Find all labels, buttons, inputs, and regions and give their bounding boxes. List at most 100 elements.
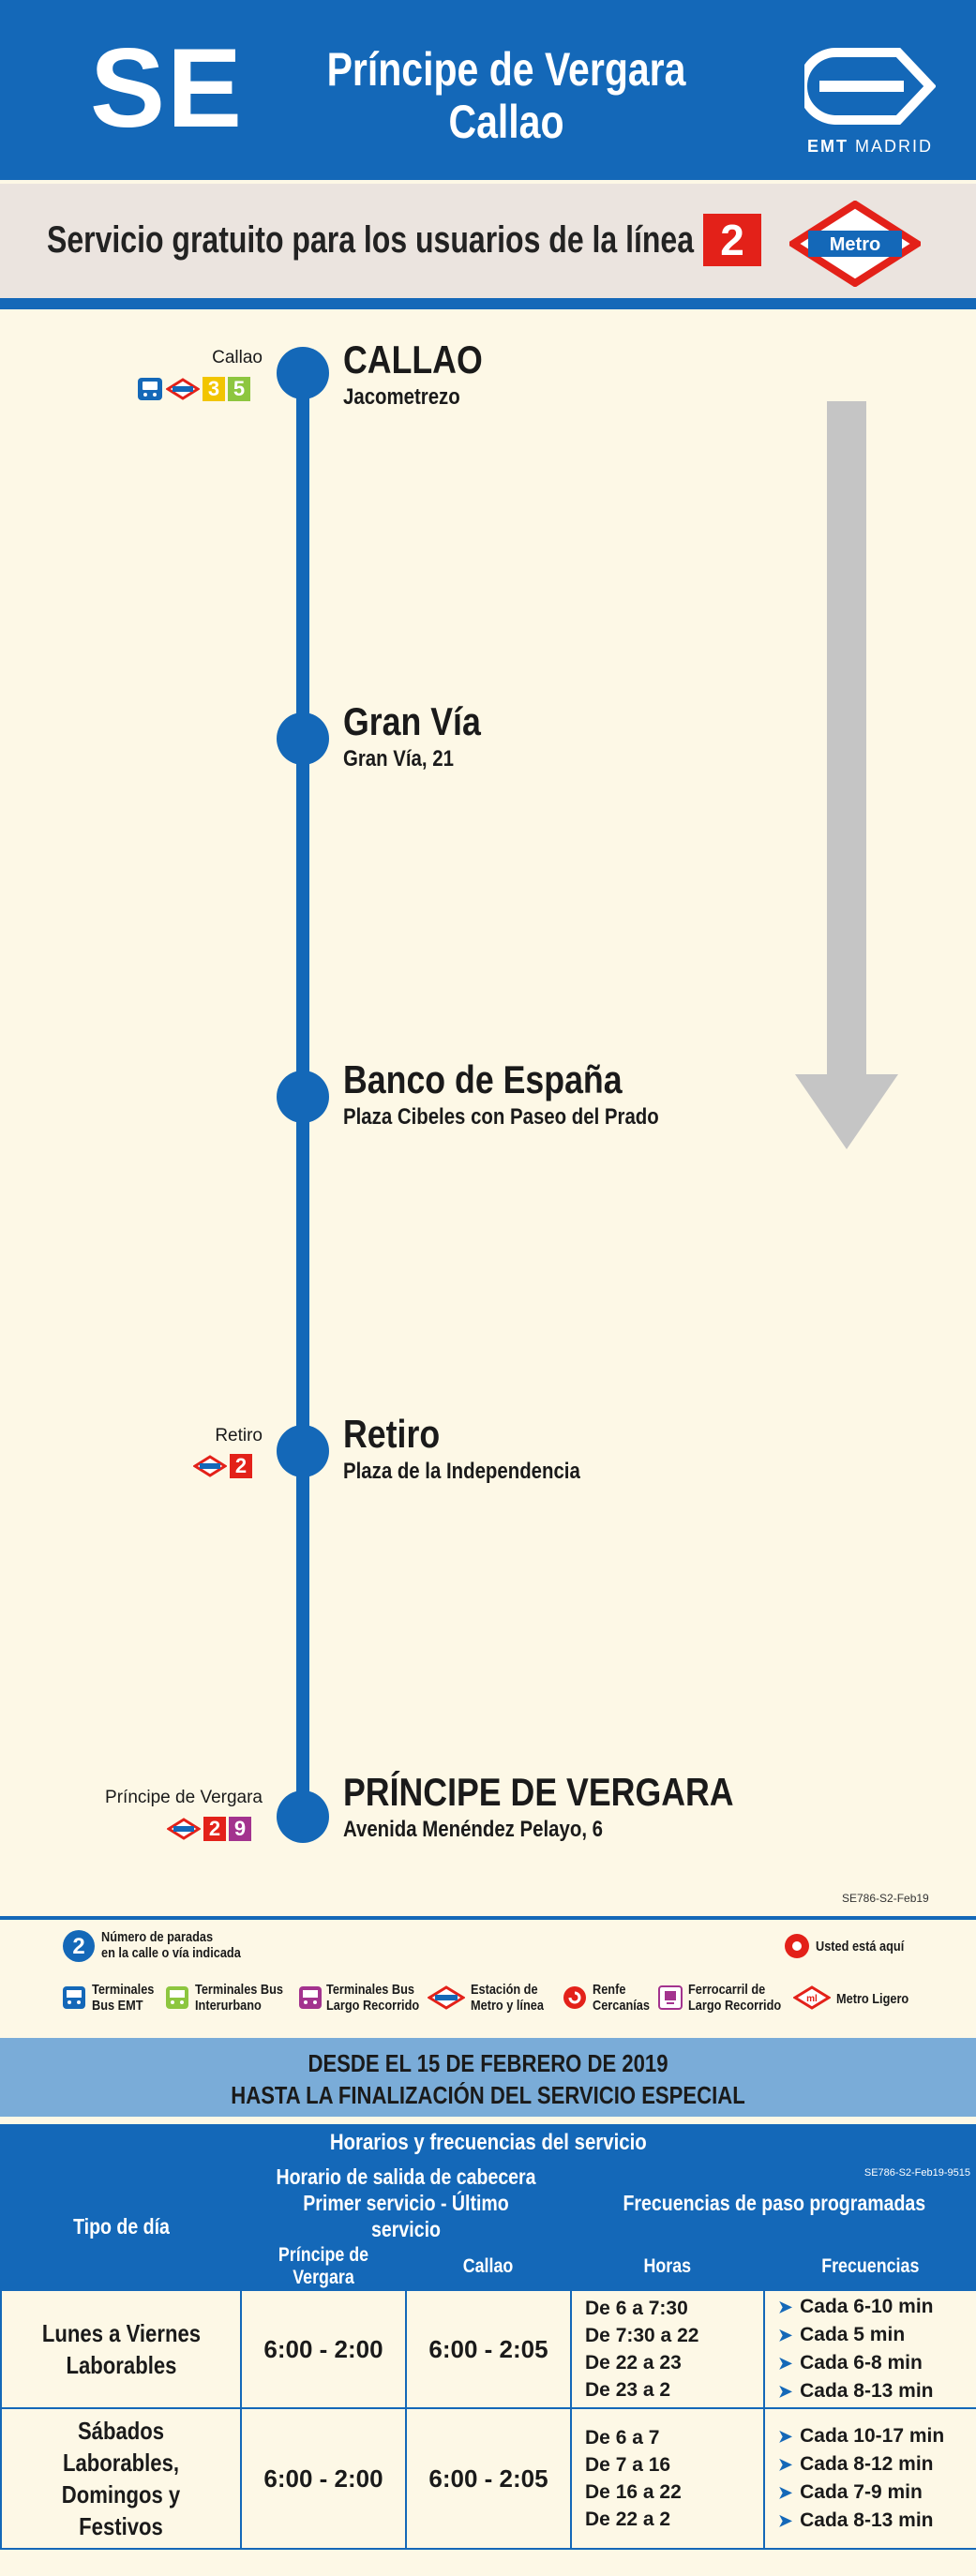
- line-code: SE: [90, 25, 245, 151]
- arrow-icon: ➤: [778, 2483, 793, 2502]
- sub-header-origin: Príncipe de Vergara: [240, 2242, 407, 2291]
- stop-name: Gran Vía: [343, 699, 481, 743]
- bus-emt-icon: [63, 1986, 85, 2009]
- stop-street: Plaza Cibeles con Paseo del Prado: [343, 1104, 659, 1130]
- metro-icon: [167, 1818, 201, 1840]
- bus-emt-icon: [138, 378, 162, 400]
- connection-label: Callao: [212, 348, 263, 367]
- renfe-icon: [563, 1986, 586, 2009]
- direction-arrow-icon: [795, 1074, 898, 1149]
- banner-divider: [0, 298, 976, 309]
- bus-interurbano-icon: [166, 1986, 188, 2009]
- emt-label: EMT MADRID: [806, 137, 933, 156]
- metro-line-5: 5: [228, 377, 250, 401]
- metro-icon: [166, 378, 200, 400]
- connection-lines: 2: [193, 1454, 252, 1478]
- connection-lines: 3 5: [137, 377, 250, 401]
- stop-name: Retiro: [343, 1412, 441, 1456]
- sub-header-destination: Callao: [404, 2242, 573, 2291]
- col-header-day-type: Tipo de día: [0, 2162, 242, 2291]
- sub-header-freq: Frecuencias: [763, 2242, 976, 2291]
- destination-times: 6:00 - 2:05: [404, 2289, 573, 2409]
- metro-line-2: 2: [203, 1817, 226, 1841]
- stop-name: PRÍNCIPE DE VERGARA: [343, 1770, 734, 1814]
- stop-street: Avenida Menéndez Pelayo, 6: [343, 1817, 604, 1842]
- connection-label: Príncipe de Vergara: [105, 1788, 263, 1807]
- connection-label: Retiro: [215, 1426, 263, 1445]
- frequency-list: ➤Cada 10-17 min ➤Cada 8-12 min ➤Cada 7-9…: [763, 2407, 976, 2550]
- stops-count-icon: 2: [63, 1930, 95, 1962]
- metro-line-3: 3: [203, 377, 225, 401]
- metro-logo-label: Metro: [830, 234, 880, 255]
- route-names: Príncipe de Vergara Callao: [307, 43, 706, 148]
- stop-marker: [277, 1790, 329, 1843]
- metro-icon: [428, 1985, 465, 2010]
- train-icon: [658, 1985, 683, 2010]
- schedule-table: Tipo de día Horario de salida de cabecer…: [0, 2162, 976, 2550]
- emt-logo-icon: [804, 48, 936, 125]
- schedule-section: DESDE EL 15 DE FEBRERO DE 2019 HASTA LA …: [0, 2038, 976, 2550]
- map-code: SE786-S2-Feb19: [842, 1892, 929, 1905]
- origin-times: 6:00 - 2:00: [240, 2407, 407, 2550]
- arrow-icon: ➤: [778, 2511, 793, 2530]
- bus-largo-recorrido-icon: [299, 1986, 322, 2009]
- svg-text:ml: ml: [806, 1994, 818, 2004]
- legend-divider: [0, 1916, 976, 1920]
- arrow-icon: ➤: [778, 2298, 793, 2316]
- legend-item: Metro Ligero: [836, 1991, 909, 2007]
- validity-banner: DESDE EL 15 DE FEBRERO DE 2019 HASTA LA …: [0, 2038, 976, 2117]
- sub-header-hours: Horas: [570, 2242, 766, 2291]
- stop-marker: [277, 1425, 329, 1477]
- connection-lines: 2 9: [167, 1817, 251, 1841]
- validity-line-1: DESDE EL 15 DE FEBRERO DE 2019: [308, 2049, 668, 2077]
- metro-line-9: 9: [229, 1817, 251, 1841]
- schedule-code: SE786-S2-Feb19-9515: [863, 2167, 971, 2179]
- header: SE Príncipe de Vergara Callao EMT MADRID: [0, 0, 976, 180]
- table-row: Sábados Laborables,Domingos y Festivos 6…: [0, 2407, 976, 2550]
- metro-ligero-icon: ml: [793, 1985, 831, 2010]
- schedule-title: Horarios y frecuencias del servicio: [0, 2124, 976, 2162]
- stop-name: Banco de España: [343, 1057, 623, 1101]
- direction-arrow-shaft: [827, 401, 866, 1076]
- stop-name: CALLAO: [343, 337, 483, 382]
- stop-street: Gran Vía, 21: [343, 746, 454, 771]
- arrow-icon: ➤: [778, 2455, 793, 2474]
- day-type: Sábados Laborables,Domingos y Festivos: [0, 2407, 242, 2550]
- stop-street: Jacometrezo: [343, 384, 460, 410]
- stop-marker: [277, 347, 329, 399]
- you-are-here-legend: Usted está aquí: [816, 1939, 905, 1954]
- metro-icon: [193, 1455, 227, 1477]
- banner-text: Servicio gratuito para los usuarios de l…: [47, 219, 694, 261]
- origin-times: 6:00 - 2:00: [240, 2289, 407, 2409]
- route-origin: Príncipe de Vergara: [326, 43, 686, 96]
- arrow-icon: ➤: [778, 2326, 793, 2344]
- destination-times: 6:00 - 2:05: [404, 2407, 573, 2550]
- metro-line-2: 2: [230, 1454, 252, 1478]
- validity-line-2: HASTA LA FINALIZACIÓN DEL SERVICIO ESPEC…: [231, 2081, 745, 2109]
- you-are-here-icon: [785, 1934, 809, 1958]
- arrow-icon: ➤: [778, 2427, 793, 2446]
- stop-street: Plaza de la Independencia: [343, 1459, 580, 1484]
- route-destination: Callao: [448, 96, 564, 148]
- frequency-list: ➤Cada 6-10 min ➤Cada 5 min ➤Cada 6-8 min…: [763, 2289, 976, 2409]
- stop-marker: [277, 1071, 329, 1123]
- metro-logo-icon: Metro: [789, 201, 921, 287]
- stop-marker: [277, 712, 329, 765]
- metro-line-badge: 2: [703, 214, 761, 266]
- svg-text:2: 2: [72, 1934, 84, 1959]
- arrow-icon: ➤: [778, 2382, 793, 2401]
- arrow-icon: ➤: [778, 2354, 793, 2373]
